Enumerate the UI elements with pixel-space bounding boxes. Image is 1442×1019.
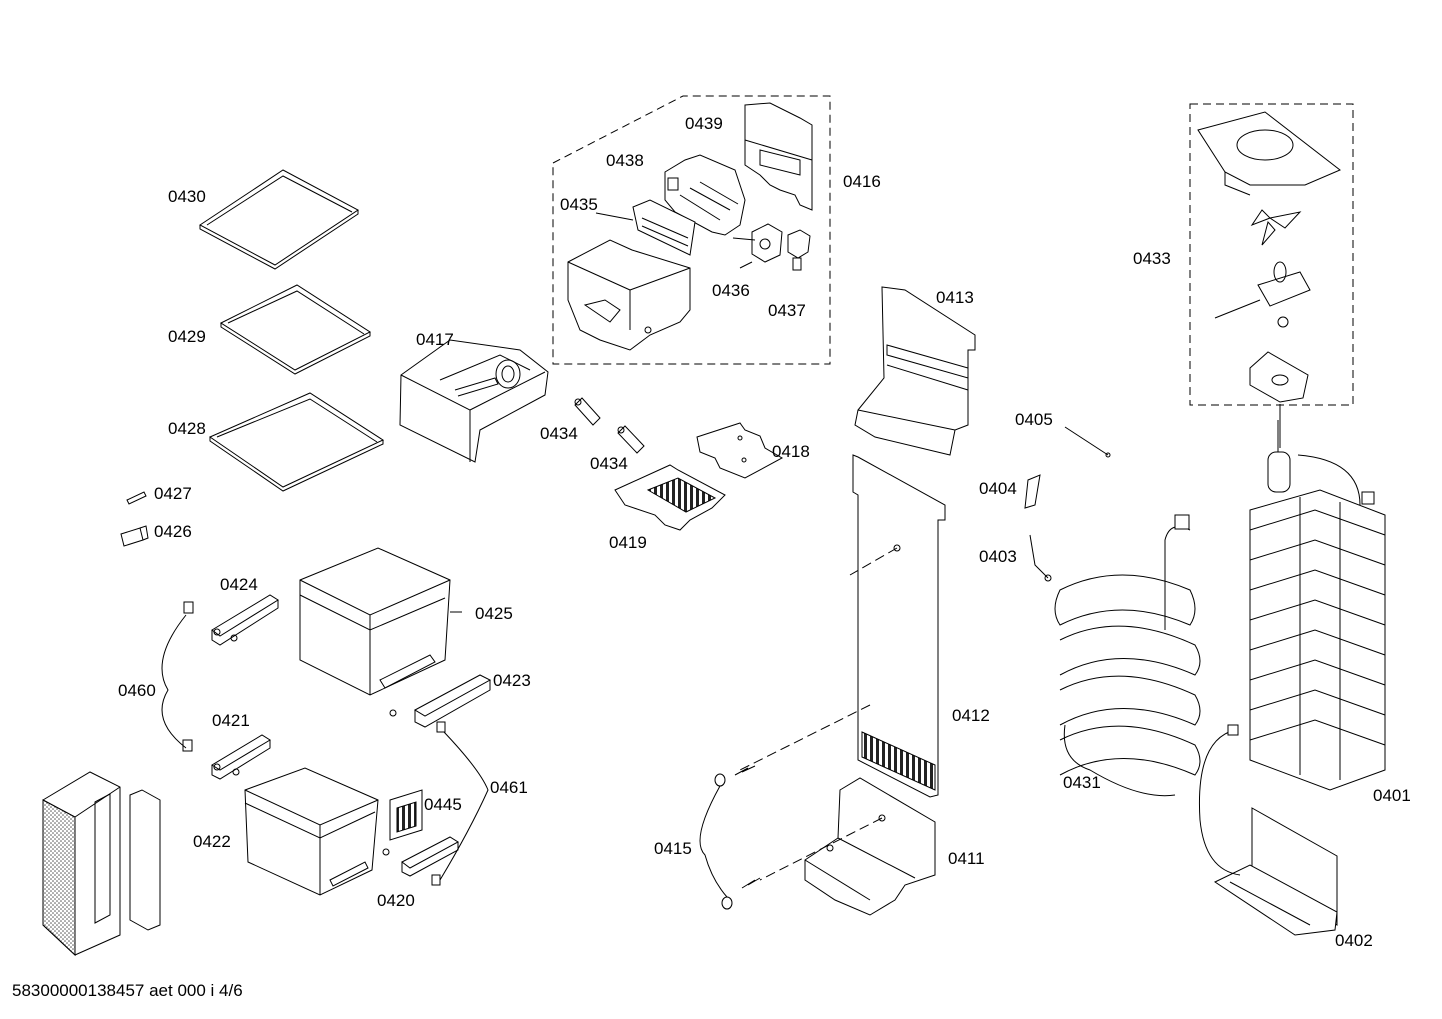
drain-pan-0402 xyxy=(1198,724,1338,936)
label-0405: 0405 xyxy=(1015,410,1053,429)
clip-0427 xyxy=(126,491,147,505)
label-0402: 0402 xyxy=(1335,931,1373,950)
label-0425: 0425 xyxy=(475,604,513,623)
label-0434-lower: 0434 xyxy=(590,454,628,473)
label-0435: 0435 xyxy=(560,195,598,214)
fan-mount xyxy=(1249,351,1309,403)
connector-0434-lower xyxy=(617,425,645,454)
panel-0445 xyxy=(389,789,423,841)
callout-0461 xyxy=(439,731,489,881)
label-0420: 0420 xyxy=(377,891,415,910)
label-0419: 0419 xyxy=(609,533,647,552)
shelf-0428 xyxy=(208,392,385,492)
label-0403: 0403 xyxy=(979,547,1017,566)
label-0436: 0436 xyxy=(712,281,750,300)
group-0433-dashed-box xyxy=(1189,103,1354,406)
label-0412: 0412 xyxy=(952,706,990,725)
drawing-reference: 58300000138457 aet 000 i 4/6 xyxy=(12,981,243,1000)
screw-upper xyxy=(734,765,756,776)
fan-motor xyxy=(1214,261,1311,328)
label-0430: 0430 xyxy=(168,187,206,206)
callout-0460 xyxy=(161,614,187,749)
rear-panel-0412 xyxy=(739,454,946,798)
fan-bracket xyxy=(1197,111,1341,196)
group-0416-dashed-box xyxy=(552,95,831,365)
crisper-0422 xyxy=(244,767,379,896)
slide-0424 xyxy=(211,594,279,646)
ice-maker-0438 xyxy=(664,154,746,236)
label-0460: 0460 xyxy=(118,681,156,700)
shelf-0429 xyxy=(219,284,372,375)
clip-0404 xyxy=(1024,474,1041,509)
drain-tray-0411 xyxy=(759,777,936,916)
label-0426: 0426 xyxy=(154,522,192,541)
door-frame xyxy=(42,771,161,957)
screw-lower xyxy=(741,877,761,889)
clip-0426 xyxy=(120,527,144,547)
ice-maker-housing-0439 xyxy=(744,102,813,211)
valve-0437 xyxy=(787,229,811,271)
fan-blade xyxy=(1250,209,1302,246)
crisper-0425 xyxy=(299,547,451,696)
label-0445: 0445 xyxy=(424,795,462,814)
label-0417: 0417 xyxy=(416,330,454,349)
label-0429: 0429 xyxy=(168,327,206,346)
label-0421: 0421 xyxy=(212,711,250,730)
label-0401: 0401 xyxy=(1373,786,1411,805)
label-0423: 0423 xyxy=(493,671,531,690)
plate-0419 xyxy=(614,464,726,531)
ice-bin-0417 xyxy=(399,339,549,463)
label-0438: 0438 xyxy=(606,151,644,170)
slide-0420 xyxy=(401,836,459,877)
switch-0436 xyxy=(739,223,783,269)
label-0404: 0404 xyxy=(979,479,1017,498)
connector-0434-upper xyxy=(574,397,601,426)
duct-cover-0413 xyxy=(854,286,976,456)
label-0428: 0428 xyxy=(168,419,206,438)
label-0422: 0422 xyxy=(193,832,231,851)
label-0433: 0433 xyxy=(1133,249,1171,268)
heater-0431 xyxy=(1054,514,1201,797)
sensor-0403 xyxy=(1029,534,1049,579)
label-0431: 0431 xyxy=(1063,773,1101,792)
label-0413: 0413 xyxy=(936,288,974,307)
label-0424: 0424 xyxy=(220,575,258,594)
evaporator-0401 xyxy=(1249,420,1386,791)
label-0415: 0415 xyxy=(654,839,692,858)
label-0418: 0418 xyxy=(772,442,810,461)
cover-0435 xyxy=(632,199,696,256)
label-0434-upper: 0434 xyxy=(540,424,578,443)
shelf-0430 xyxy=(199,169,359,270)
callout-0415 xyxy=(699,785,728,898)
tray-assembly xyxy=(567,239,691,351)
plate-0418 xyxy=(696,422,784,479)
slide-0421 xyxy=(211,734,271,780)
sensor-0405 xyxy=(1064,426,1109,456)
label-0416: 0416 xyxy=(843,172,881,191)
label-0427: 0427 xyxy=(154,484,192,503)
label-0439: 0439 xyxy=(685,114,723,133)
slide-0423 xyxy=(413,674,492,728)
label-0461: 0461 xyxy=(490,778,528,797)
label-0411: 0411 xyxy=(948,849,985,868)
label-0437: 0437 xyxy=(768,301,806,320)
